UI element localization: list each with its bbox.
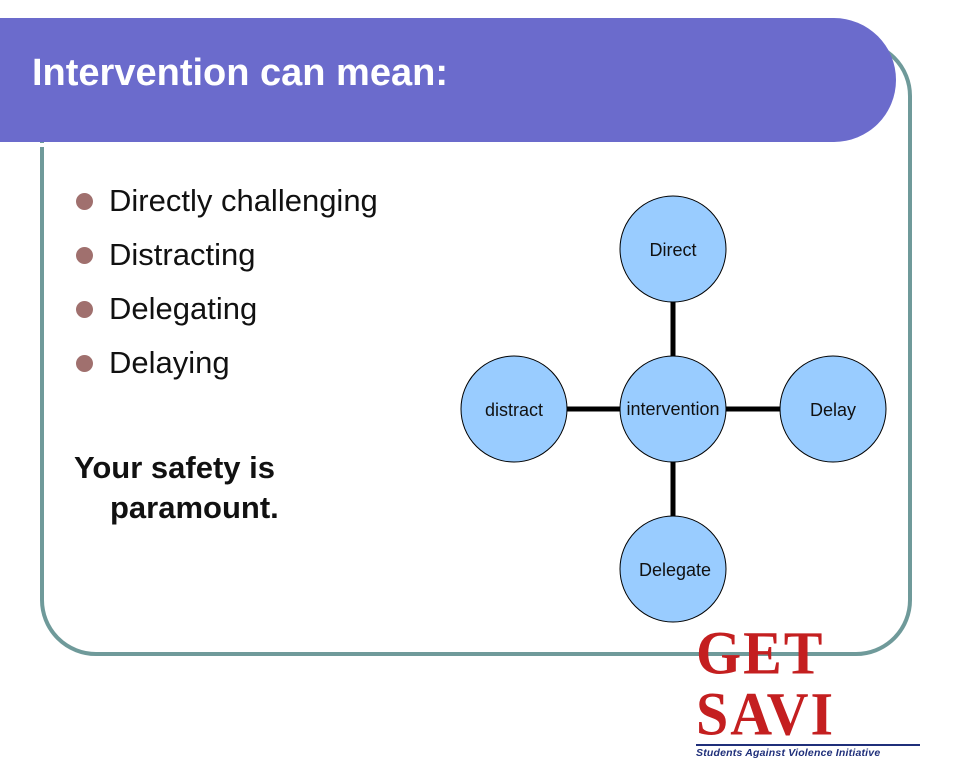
get-savi-logo: GET SAVI Students Against Violence Initi… [696,618,920,759]
bullet-list: Directly challenging Distracting Delegat… [76,174,378,390]
bullet-dot-icon [76,192,93,210]
safety-note: Your safety is paramount. [74,450,279,525]
bullet-dot-icon [76,300,93,318]
title-underline [0,143,848,147]
bullet-text: Distracting [109,237,256,272]
slide-frame [40,40,912,656]
bullet-text: Directly challenging [109,183,378,218]
logo-wordmark: GET SAVI [696,618,836,749]
bullet-item: Distracting [76,228,378,282]
node-bottom-label: Delegate [639,560,711,580]
bullet-text: Delegating [109,291,258,326]
node-right-circle [779,355,887,463]
bullet-dot-icon [76,354,93,372]
node-top-label: Direct [649,240,696,260]
node-left-circle [460,355,568,463]
bullet-item: Delaying [76,336,378,390]
bullet-text: Delaying [109,345,230,380]
node-left-label: distract [485,400,543,420]
node-top-circle [619,195,727,303]
bullet-dot-icon [76,246,93,264]
node-bottom-circle [619,515,727,623]
bullet-item: Delegating [76,282,378,336]
node-center-circle [619,355,727,463]
title-bar [0,18,896,147]
slide-title: Intervention can mean: [32,52,448,94]
intervention-diagram: intervention Direct Delay Delegate distr… [460,195,887,623]
node-center-label: intervention [626,399,719,419]
logo-tagline: Students Against Violence Initiative [696,744,920,759]
node-right-label: Delay [810,400,856,420]
bullet-item: Directly challenging [76,174,378,228]
connectors [566,302,780,516]
